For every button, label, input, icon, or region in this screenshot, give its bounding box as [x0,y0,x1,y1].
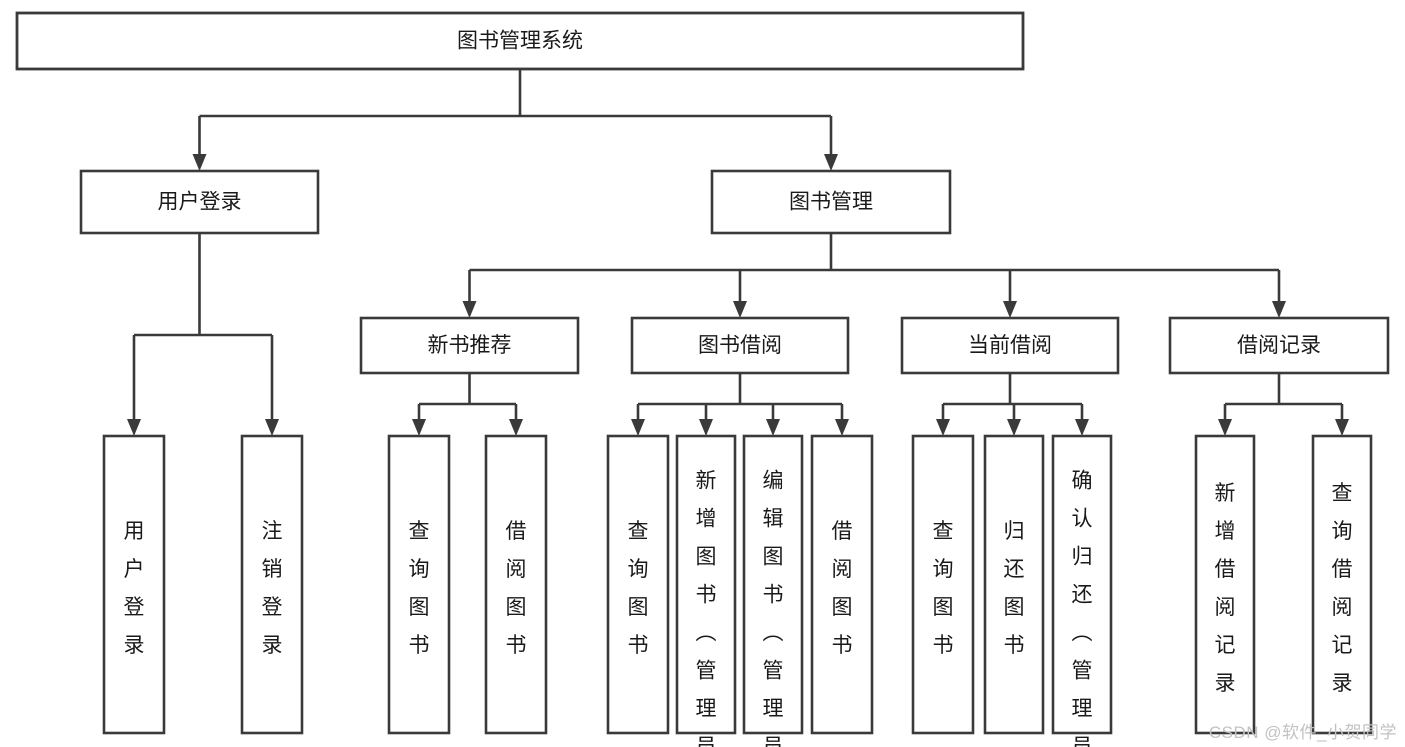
arrow-head-icon [1075,419,1089,436]
node-l-borrow-book-2[interactable]: 借阅图书 [810,434,874,735]
node-box-l-add-record [1194,434,1256,735]
node-label-book-borrow: 图书借阅 [698,334,782,357]
node-box-l-confirm-return [1051,434,1113,735]
node-label-l-edit-book: 编辑图书︵管理员︶ [763,470,784,747]
arrow-head-icon [699,419,713,436]
arrow-head-icon [412,419,426,436]
node-label-l-add-record: 新增借阅记录 [1215,482,1236,695]
node-l-query-book-2[interactable]: 查询图书 [606,434,670,735]
node-box-current-borrow [900,316,1120,375]
node-box-l-return-book [983,434,1045,735]
node-label-l-borrow-book-2: 借阅图书 [832,520,853,657]
node-box-l-query-record [1311,434,1373,735]
arrow-head-icon [265,419,279,436]
node-label-l-return-book: 归还图书 [1004,520,1025,657]
node-label-l-add-book: 新增图书︵管理员︶ [696,470,717,747]
connector-layer [127,69,1349,436]
node-leaf-user-login[interactable]: 用户登录 [102,434,166,735]
arrow-head-icon [1003,301,1017,318]
node-current-borrow[interactable]: 当前借阅 [900,316,1120,375]
node-l-return-book[interactable]: 归还图书 [983,434,1045,735]
node-box-leaf-user-logout [240,434,304,735]
node-leaf-user-logout[interactable]: 注销登录 [240,434,304,735]
node-label-root: 图书管理系统 [457,30,583,53]
node-label-leaf-user-login: 用户登录 [124,520,145,657]
node-layer: 图书管理系统用户登录图书管理新书推荐图书借阅当前借阅借阅记录用户登录注销登录查询… [15,11,1390,747]
node-label-user-login: 用户登录 [158,191,242,214]
node-box-l-query-book-2 [606,434,670,735]
node-l-query-book-3[interactable]: 查询图书 [911,434,975,735]
node-label-borrow-record: 借阅记录 [1237,334,1321,357]
node-l-add-record[interactable]: 新增借阅记录 [1194,434,1256,735]
node-box-borrow-record [1168,316,1390,375]
arrow-head-icon [462,301,477,318]
node-label-l-query-record: 查询借阅记录 [1332,482,1353,695]
arrow-head-icon [1007,419,1021,436]
arrow-head-icon [1335,419,1349,436]
arrow-head-icon [192,154,207,171]
node-l-confirm-return[interactable]: 确认归还︵管理员︶ [1051,434,1113,747]
node-box-new-book-rec [359,316,580,375]
node-label-l-query-book-1: 查询图书 [409,520,430,657]
node-box-l-add-book [675,434,737,735]
node-new-book-rec[interactable]: 新书推荐 [359,316,580,375]
arrow-head-icon [835,419,849,436]
node-user-login[interactable]: 用户登录 [79,169,320,235]
node-box-l-borrow-book-1 [484,434,548,735]
arrow-head-icon [631,419,645,436]
node-box-l-query-book-3 [911,434,975,735]
arrow-head-icon [733,301,747,318]
node-box-root [15,11,1025,71]
watermark-label: CSDN @软件_小贺同学 [1208,723,1397,742]
node-l-borrow-book-1[interactable]: 借阅图书 [484,434,548,735]
arrow-head-icon [936,419,950,436]
node-box-l-borrow-book-2 [810,434,874,735]
node-label-l-query-book-3: 查询图书 [933,520,954,657]
node-l-edit-book[interactable]: 编辑图书︵管理员︶ [742,434,804,747]
node-box-book-borrow [630,316,850,375]
node-borrow-record[interactable]: 借阅记录 [1168,316,1390,375]
node-box-book-manage [710,169,952,235]
arrow-head-icon [1218,419,1232,436]
node-book-borrow[interactable]: 图书借阅 [630,316,850,375]
arrow-head-icon [509,419,523,436]
node-l-query-record[interactable]: 查询借阅记录 [1311,434,1373,735]
arrow-head-icon [1272,301,1286,318]
node-l-query-book-1[interactable]: 查询图书 [387,434,451,735]
node-label-l-borrow-book-1: 借阅图书 [506,520,527,657]
node-box-leaf-user-login [102,434,166,735]
node-label-new-book-rec: 新书推荐 [428,334,512,357]
node-label-leaf-user-logout: 注销登录 [262,520,283,657]
arrow-head-icon [824,154,838,171]
node-box-l-edit-book [742,434,804,735]
node-label-current-borrow: 当前借阅 [968,334,1052,357]
node-box-user-login [79,169,320,235]
arrow-head-icon [766,419,780,436]
node-label-l-confirm-return: 确认归还︵管理员︶ [1072,470,1093,747]
node-book-manage[interactable]: 图书管理 [710,169,952,235]
node-l-add-book[interactable]: 新增图书︵管理员︶ [675,434,737,747]
node-root[interactable]: 图书管理系统 [15,11,1025,71]
arrow-head-icon [127,419,141,436]
node-box-l-query-book-1 [387,434,451,735]
node-label-book-manage: 图书管理 [789,191,873,214]
node-label-l-query-book-2: 查询图书 [628,520,649,657]
